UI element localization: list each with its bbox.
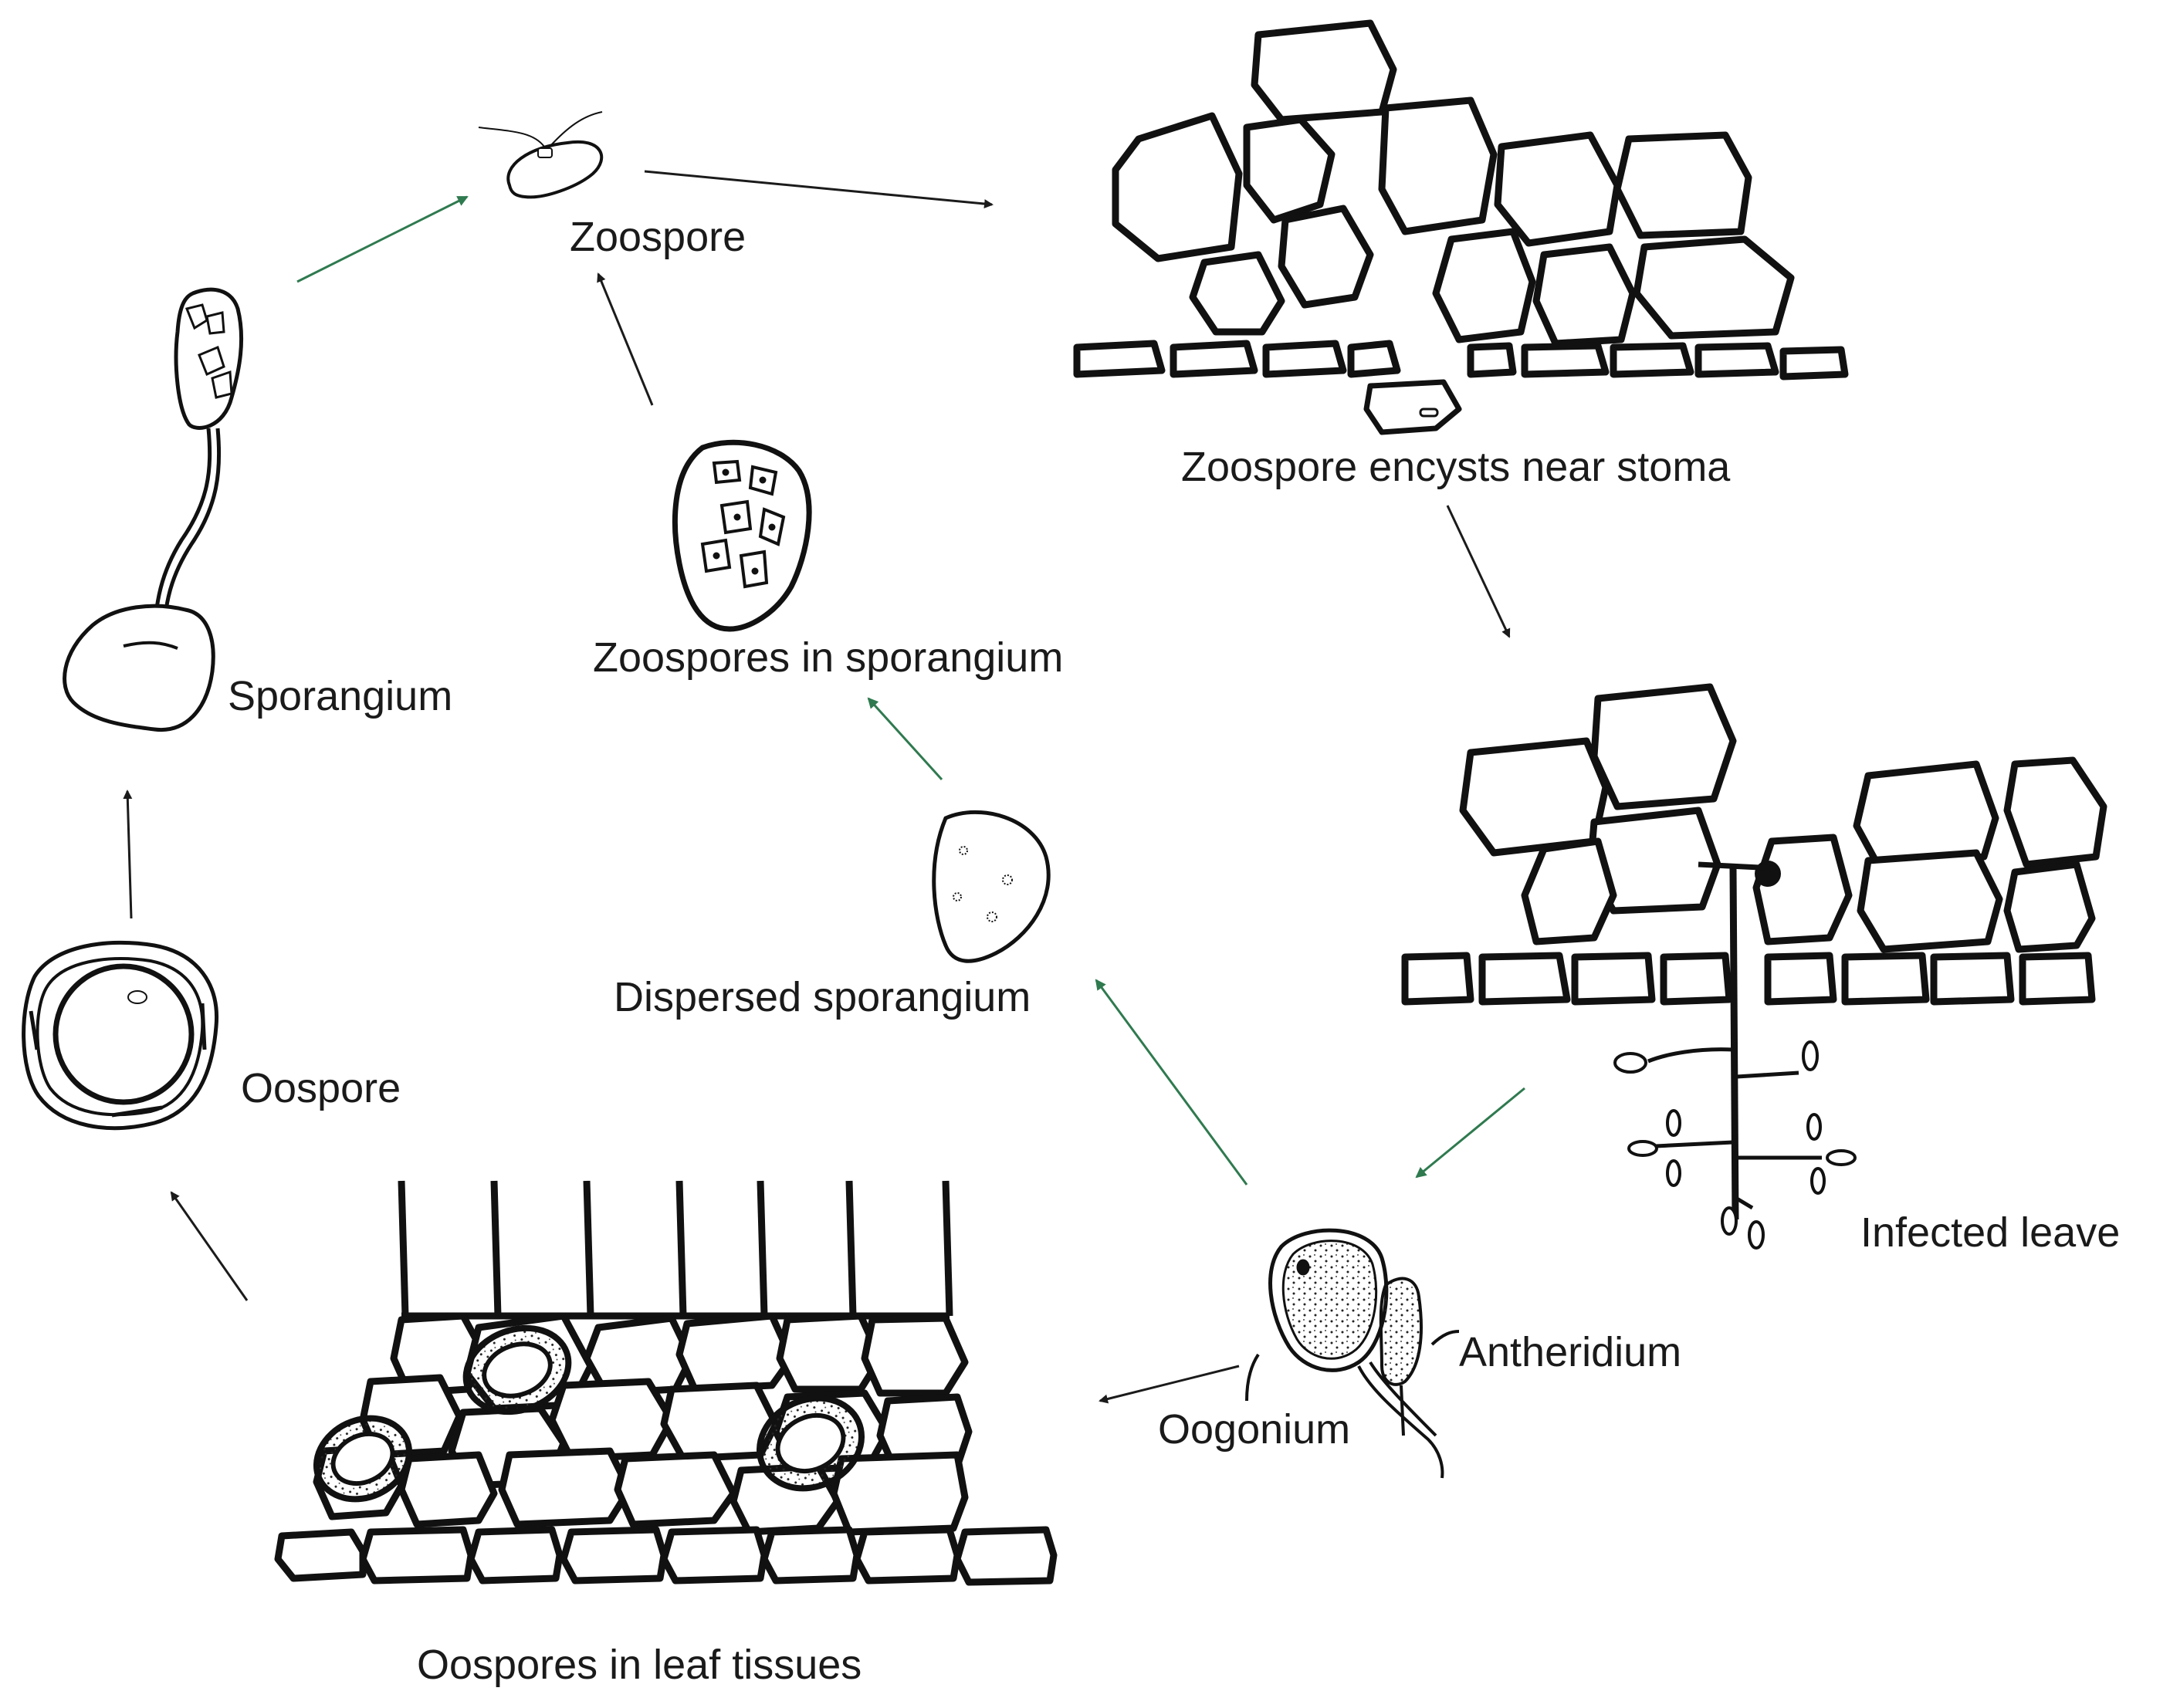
arrow-sporangium-to-zoospore xyxy=(296,195,469,283)
arrow-oogonium-to-dispersed xyxy=(1095,979,1248,1185)
arrow-infected-to-oogonium xyxy=(1415,1087,1525,1179)
cycle-arrows xyxy=(123,170,1525,1404)
infected-leaf-hypha xyxy=(1613,861,1857,1250)
infected-leaf-figure xyxy=(1401,683,2107,1006)
oospores-in-tissue xyxy=(313,1324,865,1503)
oospores-in-leaf-tissues-label: Oospores in leaf tissues xyxy=(417,1642,862,1688)
oospore-label: Oospore xyxy=(241,1065,401,1111)
zoospore-figure xyxy=(478,111,604,199)
zoospores-in-sporangium-figure xyxy=(672,439,812,632)
oospores-tissue-figure xyxy=(274,1180,1058,1586)
oospore-figure xyxy=(22,940,219,1131)
embedded-oospore-middle xyxy=(462,1324,572,1415)
embedded-oospore-right xyxy=(756,1395,865,1492)
sporangium-label: Sporangium xyxy=(228,673,453,719)
embedded-oospore-left xyxy=(313,1415,413,1503)
zoospore-encysts-label: Zoospore encysts near stoma xyxy=(1181,444,1731,490)
zoospore-label: Zoospore xyxy=(570,214,746,260)
dispersed-sporangium-figure xyxy=(932,810,1051,963)
infected-leave-label: Infected leave xyxy=(1860,1209,2121,1256)
arrow-zoospore-to-encyst xyxy=(644,170,994,209)
antheridium-label: Antheridium xyxy=(1459,1329,1682,1375)
encyst-tissue-figure xyxy=(1073,19,1849,435)
arrow-zoospores-in-sporangium-to-zoospore xyxy=(597,272,654,406)
oogonium-figure xyxy=(1245,1228,1460,1479)
arrow-oogonium-to-oospores xyxy=(1099,1365,1240,1404)
zoospores-in-sporangium-label: Zoospores in sporangium xyxy=(593,634,1064,681)
arrow-dispersed-to-zoospores-in-sporangium xyxy=(867,697,943,781)
arrow-oospore-to-sporangium xyxy=(123,790,133,919)
sporangium-figure xyxy=(63,287,244,732)
oogonium-label: Oogonium xyxy=(1158,1406,1351,1453)
arrow-oospores-to-oospore xyxy=(170,1191,249,1301)
arrow-encyst-to-infected xyxy=(1446,505,1511,638)
dispersed-sporangium-label: Dispersed sporangium xyxy=(614,974,1031,1020)
